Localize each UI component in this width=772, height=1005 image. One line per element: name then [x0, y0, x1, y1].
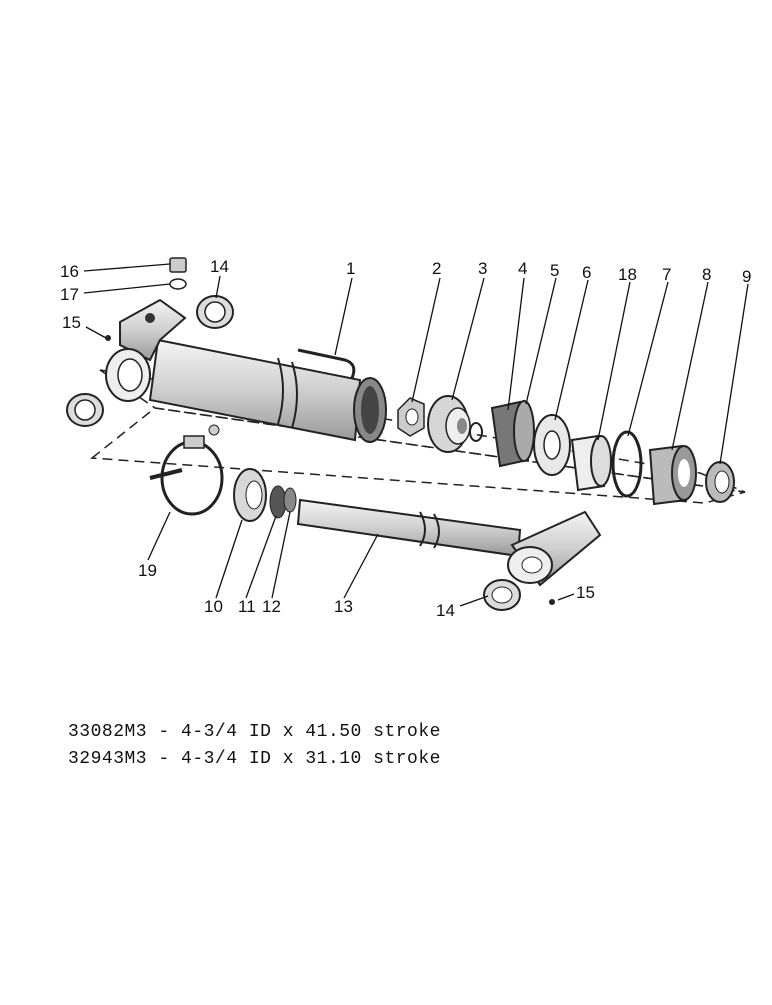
caption-part-number-1: 33082M3 - 4-3/4 ID x 41.50 stroke [68, 722, 441, 742]
callout-15-lower: 15 [576, 583, 595, 602]
callout-10: 10 [204, 597, 223, 616]
callout-16: 16 [60, 262, 79, 281]
leader-lines [83, 263, 749, 607]
callout-6: 6 [582, 263, 591, 282]
callout-8: 8 [702, 265, 711, 284]
bushing-lower [483, 579, 521, 611]
callout-4: 4 [518, 259, 527, 278]
piston-seal [490, 400, 535, 468]
callout-14-upper: 14 [210, 257, 229, 276]
callout-9: 9 [742, 267, 751, 286]
breather-plug [169, 257, 187, 290]
cylinder-base-clevis [105, 298, 187, 402]
back-up-washer [533, 414, 571, 476]
bushing-upper [196, 295, 234, 329]
callout-14-lower: 14 [436, 601, 455, 620]
o-ring-large [611, 430, 643, 498]
callout-3: 3 [478, 259, 487, 278]
callout-7: 7 [662, 265, 671, 284]
lock-ring [269, 485, 297, 519]
callout-17: 17 [60, 285, 79, 304]
bushing-left [66, 393, 104, 427]
callout-15-upper: 15 [62, 313, 81, 332]
o-ring-small [469, 422, 483, 442]
cylinder-barrel [148, 338, 387, 443]
callout-11: 11 [238, 597, 256, 616]
piston-rod [296, 498, 522, 558]
spacer-sleeve [570, 434, 612, 492]
caption-part-number-2: 32943M3 - 4-3/4 ID x 31.10 stroke [68, 749, 441, 769]
clamp-band [149, 424, 224, 516]
callout-2: 2 [432, 259, 441, 278]
callout-18: 18 [618, 265, 637, 284]
guide-outline-lower [90, 407, 746, 504]
callout-12: 12 [262, 597, 281, 616]
rod-end-cap [233, 468, 267, 522]
rod-clevis [507, 510, 602, 587]
callout-1: 1 [346, 259, 355, 278]
callout-19: 19 [138, 561, 157, 580]
gland [648, 444, 697, 506]
piston [427, 395, 471, 453]
callout-13: 13 [334, 597, 353, 616]
piston-nut [397, 397, 425, 437]
callout-5: 5 [550, 261, 559, 280]
rod-wiper [705, 461, 735, 503]
grease-fitting-upper [105, 335, 111, 341]
grease-fitting-lower [549, 599, 555, 605]
